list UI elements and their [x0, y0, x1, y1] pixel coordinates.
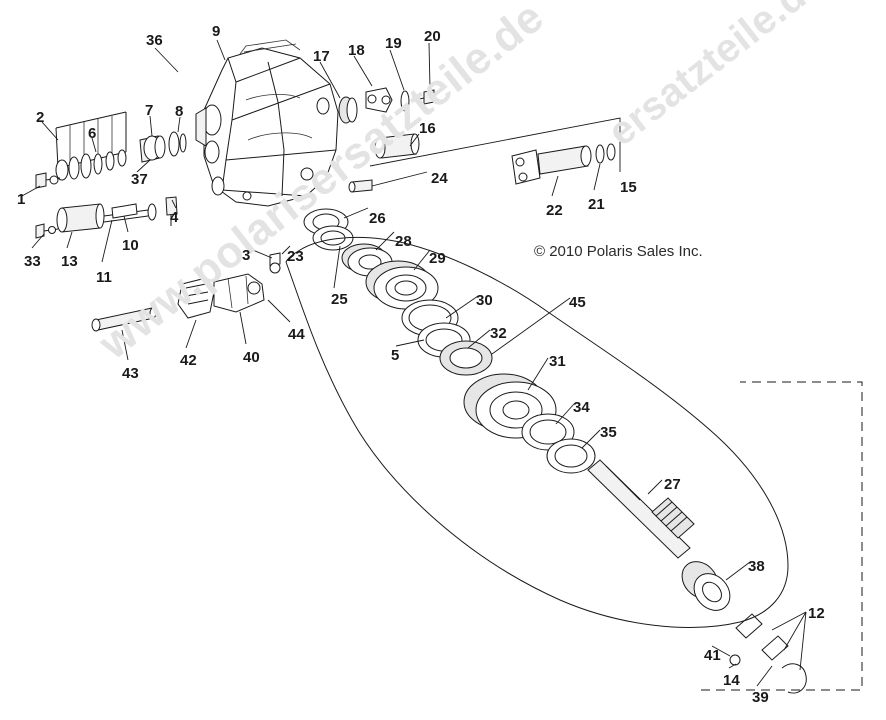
- part-group-top-fasteners: [338, 87, 435, 159]
- callout-4: 4: [170, 209, 179, 226]
- part-group-shift-shaft: [35, 196, 178, 239]
- callout-28: 28: [395, 233, 412, 250]
- callout-29: 29: [429, 250, 446, 267]
- copyright-notice: © 2010 Polaris Sales Inc.: [534, 243, 703, 260]
- callout-42: 42: [180, 352, 197, 369]
- part-group-shift-forks: [91, 273, 265, 332]
- callout-3: 3: [242, 247, 251, 264]
- callout-12: 12: [808, 605, 825, 622]
- callout-10: 10: [122, 237, 139, 254]
- callout-16: 16: [419, 120, 436, 137]
- callout-30: 30: [476, 292, 493, 309]
- callout-32: 32: [490, 325, 507, 342]
- part-group-22-21-15: [511, 143, 616, 185]
- callout-7: 7: [145, 102, 154, 119]
- callout-37: 37: [131, 171, 148, 188]
- leader-lines: [21, 39, 807, 687]
- callout-43: 43: [122, 365, 139, 382]
- callout-38: 38: [748, 558, 765, 575]
- callout-23: 23: [287, 248, 304, 265]
- callout-45: 45: [569, 294, 586, 311]
- callout-40: 40: [243, 349, 260, 366]
- callout-41: 41: [704, 647, 721, 664]
- callout-9: 9: [212, 23, 221, 40]
- part-group-left-stack: [35, 111, 187, 189]
- part-housing-9: [195, 39, 339, 207]
- part-group-3-23: [269, 252, 281, 274]
- callout-27: 27: [664, 476, 681, 493]
- callout-25: 25: [331, 291, 348, 308]
- callout-6: 6: [88, 125, 97, 142]
- callout-24: 24: [431, 170, 448, 187]
- callout-2: 2: [36, 109, 45, 126]
- part-group-gear-stack: [303, 208, 596, 474]
- callout-34: 34: [573, 399, 590, 416]
- callout-8: 8: [175, 103, 184, 120]
- callout-33: 33: [24, 253, 41, 270]
- part-pin-24: [348, 179, 373, 193]
- callout-44: 44: [288, 326, 305, 343]
- callout-39: 39: [752, 689, 769, 706]
- callout-5: 5: [391, 347, 400, 364]
- callout-35: 35: [600, 424, 617, 441]
- callout-22: 22: [546, 202, 563, 219]
- part-group-main-shaft-27: [587, 459, 807, 694]
- callout-15: 15: [620, 179, 637, 196]
- callout-20: 20: [424, 28, 441, 45]
- callout-11: 11: [96, 269, 112, 286]
- callout-31: 31: [549, 353, 566, 370]
- callout-13: 13: [61, 253, 78, 270]
- callout-19: 19: [385, 35, 402, 52]
- callout-1: 1: [17, 191, 26, 208]
- callout-36: 36: [146, 32, 163, 49]
- callout-14: 14: [723, 672, 740, 689]
- callout-17: 17: [313, 48, 330, 65]
- callout-26: 26: [369, 210, 386, 227]
- callout-21: 21: [588, 196, 605, 213]
- callout-18: 18: [348, 42, 365, 59]
